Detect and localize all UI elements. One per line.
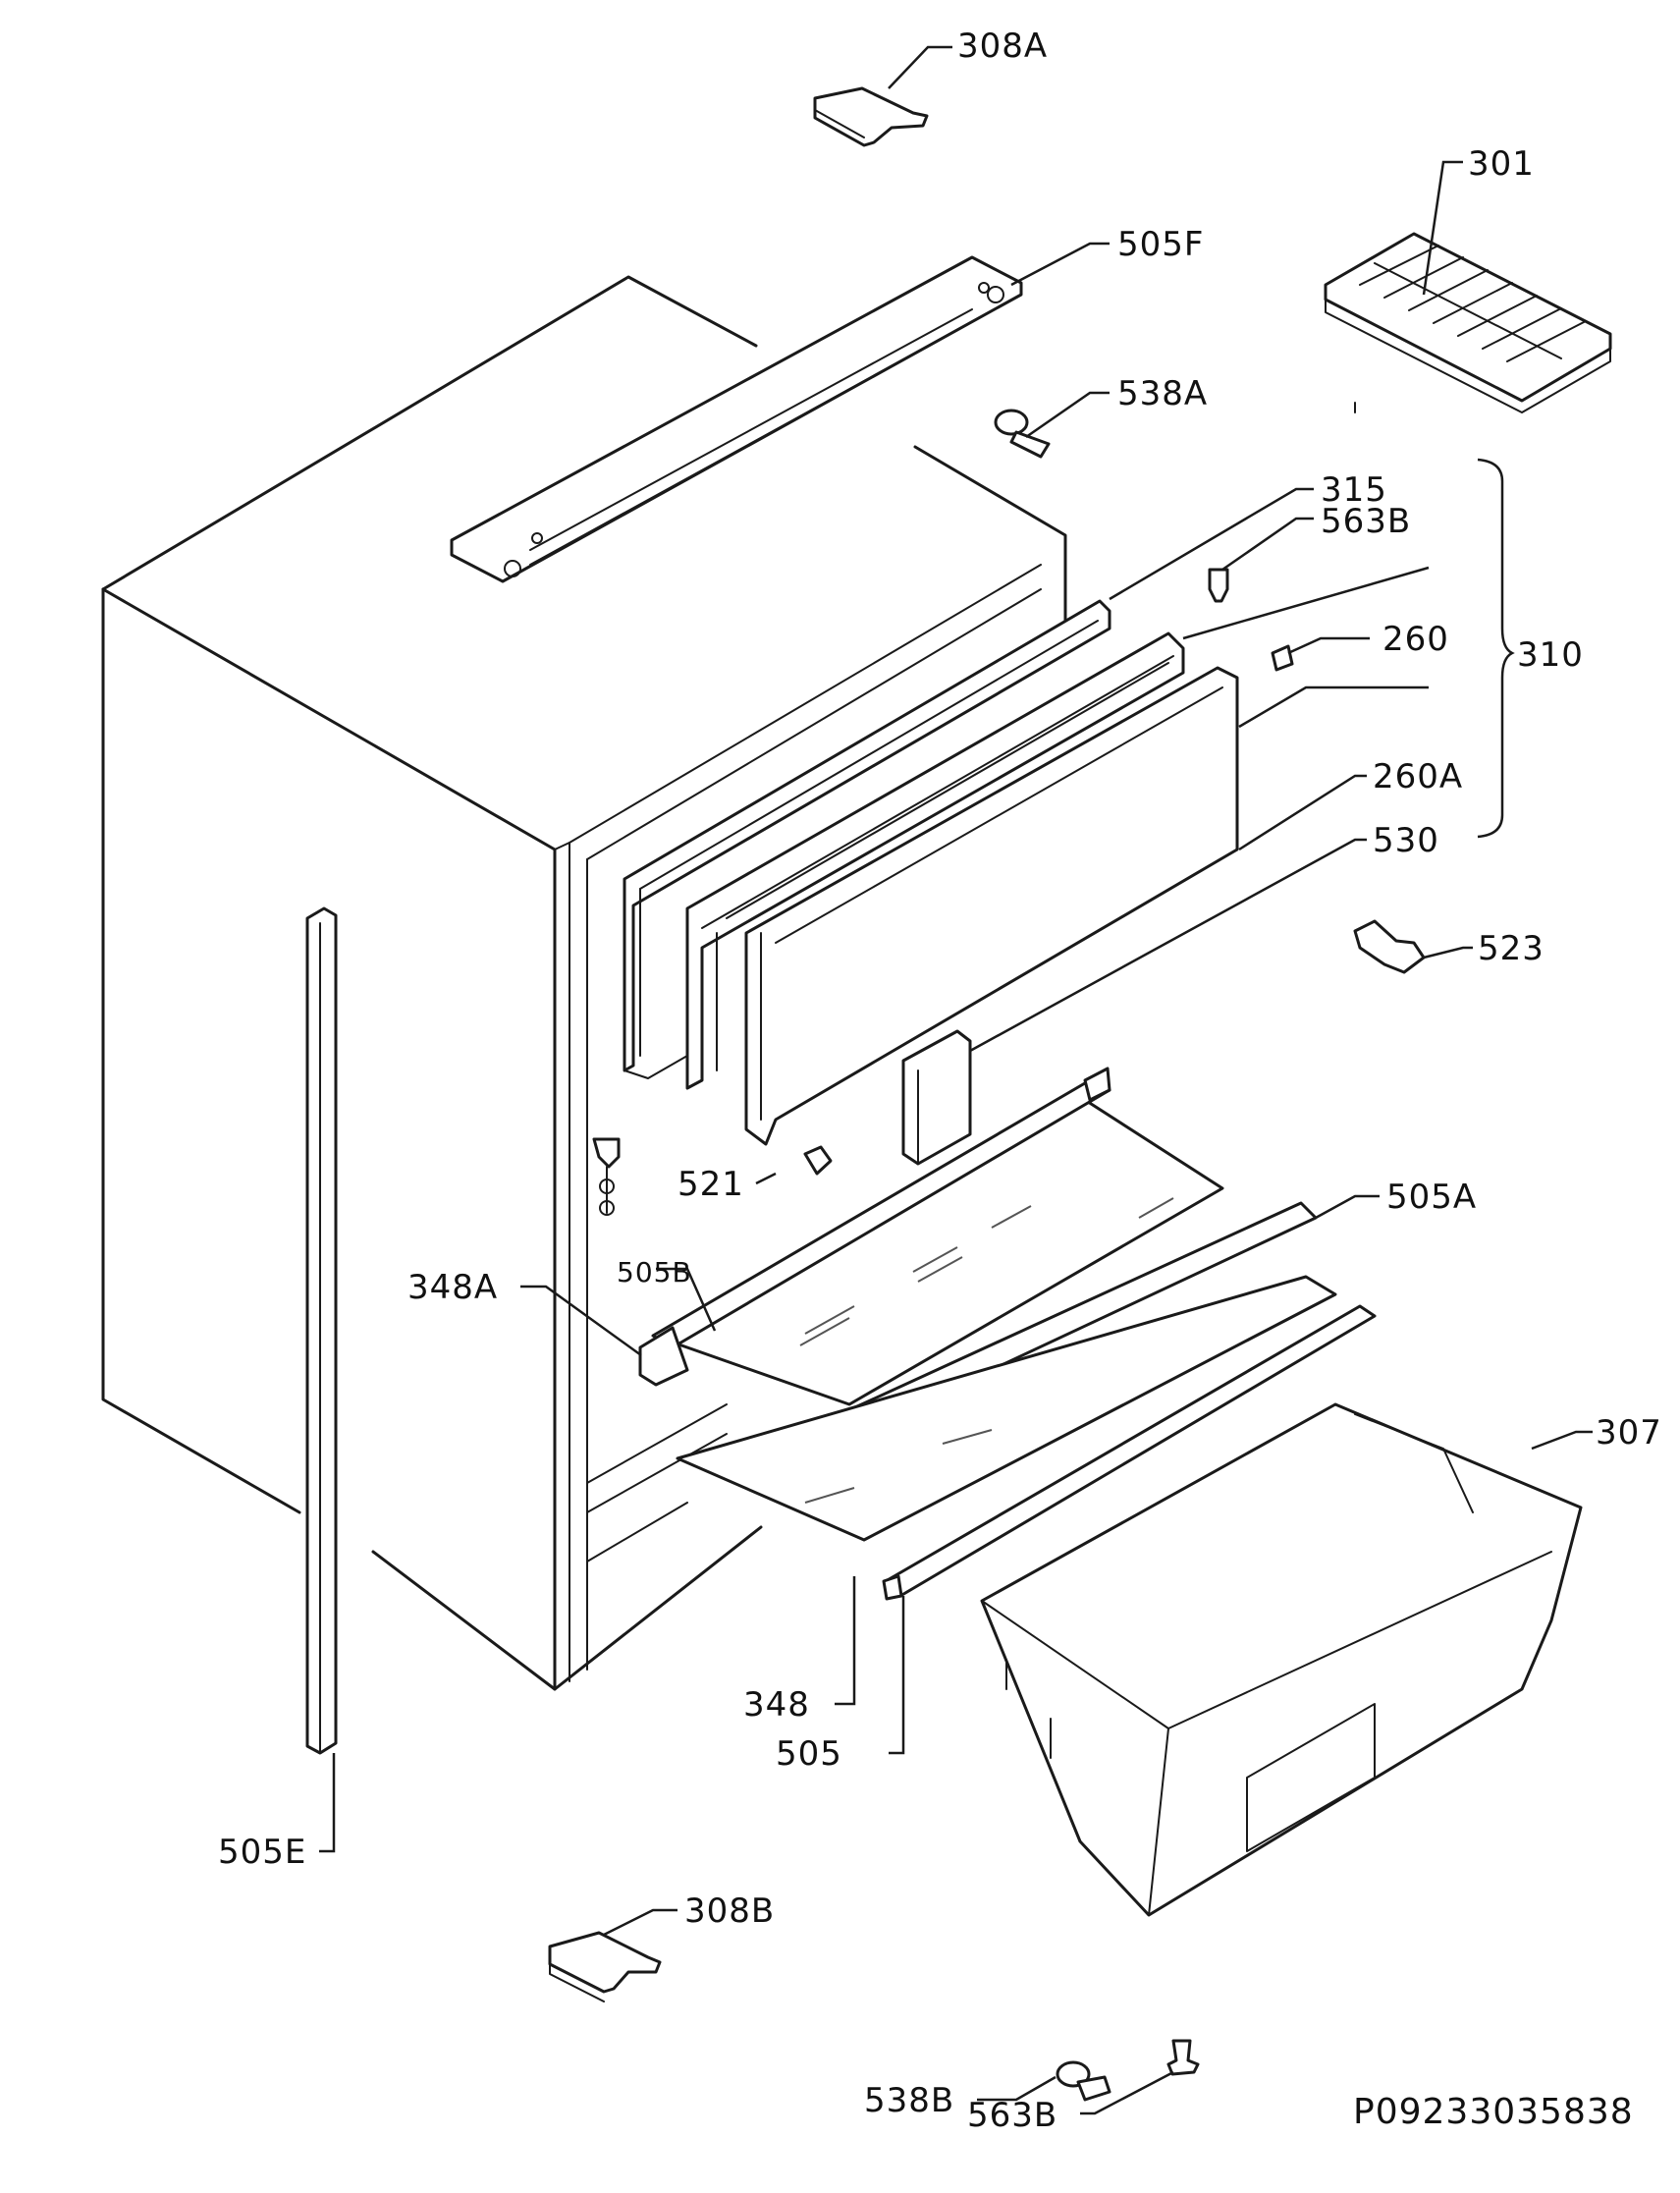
part-308a-hinge [813, 86, 929, 147]
part-521-clip [803, 1145, 833, 1176]
label-563b-top: 563B [1321, 502, 1411, 541]
part-348-lower-glass [676, 1275, 1337, 1542]
part-563b-top-screw [1208, 568, 1229, 603]
label-505: 505 [776, 1734, 842, 1774]
label-538a: 538A [1117, 374, 1208, 413]
part-315-door-gasket [623, 599, 1111, 1079]
label-348a: 348A [407, 1268, 498, 1307]
label-521: 521 [677, 1165, 744, 1204]
label-538b: 538B [864, 2081, 954, 2120]
part-505f-top-rail [450, 255, 1023, 583]
label-505a: 505A [1386, 1178, 1477, 1217]
label-307: 307 [1596, 1413, 1662, 1453]
bracket-310 [1477, 458, 1515, 839]
label-505e: 505E [218, 1833, 306, 1872]
label-260: 260 [1382, 620, 1449, 659]
label-523: 523 [1478, 929, 1545, 968]
label-308a: 308A [957, 27, 1048, 66]
part-308b-hinge [548, 1931, 662, 2002]
part-301-ice-tray [1324, 232, 1612, 413]
label-505f: 505F [1117, 225, 1204, 264]
part-505e-vertical-strip [305, 906, 338, 1755]
part-310-door-liner [685, 631, 1185, 1090]
label-301: 301 [1468, 144, 1535, 184]
part-505-rail [882, 1304, 1377, 1601]
cabinet-body [101, 275, 1067, 1691]
part-260-door-panel [744, 666, 1239, 1146]
label-505b: 505B [617, 1256, 692, 1288]
part-538a-hinge-pin [994, 409, 1051, 459]
label-308b: 308B [684, 1891, 775, 1931]
part-523-lamp [1353, 919, 1426, 974]
drawing-code: P09233035838 [1353, 2092, 1634, 2132]
label-315: 315 [1321, 470, 1387, 510]
part-307-crisper-drawer [980, 1402, 1583, 1917]
part-563b-bottom-screw [1166, 2039, 1200, 2076]
label-530: 530 [1373, 821, 1439, 860]
leader-lines [319, 45, 1593, 2115]
label-563b-bottom: 563B [967, 2096, 1057, 2135]
part-505b-front-rail [638, 1067, 1111, 1387]
callout-labels: 308A 301 505F 538A 315 563B 260 310 260A… [218, 27, 1662, 2135]
part-530-door-handle [901, 1029, 972, 1166]
label-260a: 260A [1373, 757, 1463, 796]
part-small-latch [592, 1137, 621, 1216]
label-310: 310 [1517, 635, 1584, 675]
part-260-clip [1271, 644, 1294, 672]
label-348: 348 [743, 1685, 810, 1725]
part-538b-hinge-pin [1056, 2060, 1111, 2102]
